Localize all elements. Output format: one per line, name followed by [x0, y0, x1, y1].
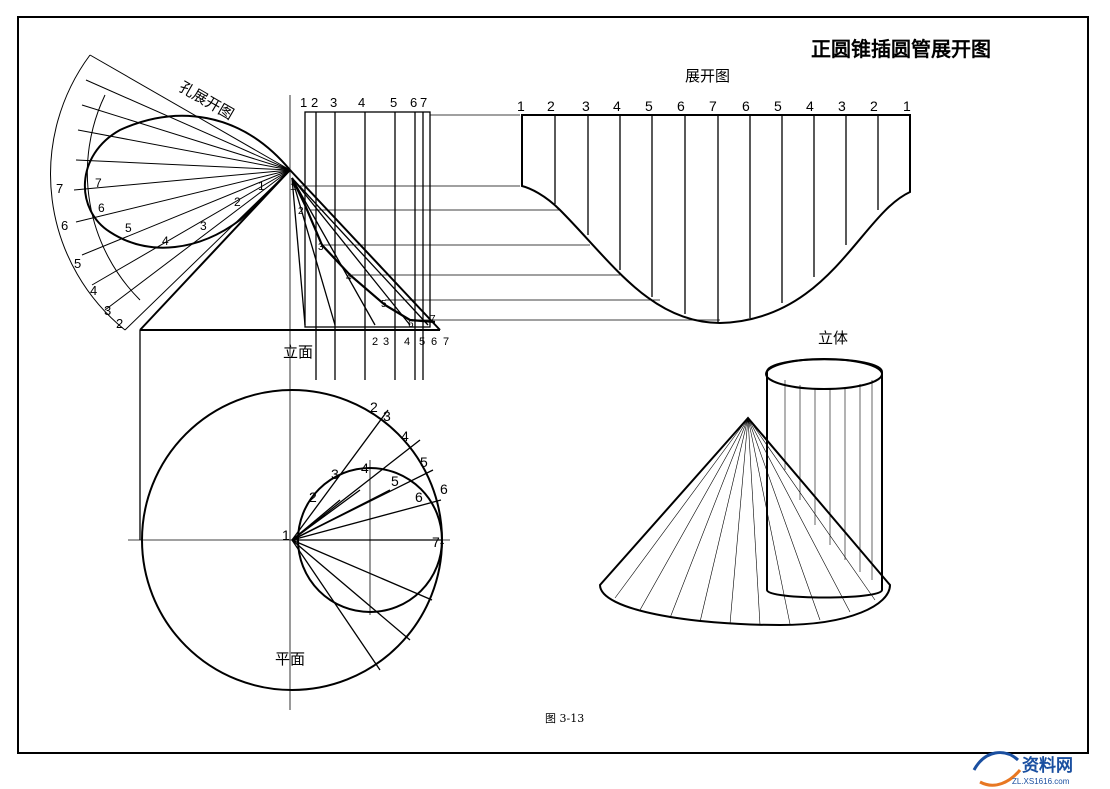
figure-caption: 图 3-13 [545, 712, 584, 725]
fan-inner-num: 6 [98, 201, 105, 215]
plan-outer-num: 3 [383, 408, 391, 424]
elev-top-num: 5 [390, 95, 397, 110]
solid-3d [598, 358, 892, 627]
plan-inner-num: 2 [309, 489, 317, 505]
slant-point-numbers: 1 2 3 4 5 6 7 [290, 182, 436, 330]
unfold-num: 1 [517, 98, 525, 114]
elev-bottom-num: 2 [372, 336, 378, 348]
fan-inner-num: 3 [200, 219, 207, 233]
unfold-num: 4 [806, 98, 814, 114]
plan-label: 平面 [275, 650, 305, 668]
plan-outer-num: 4 [401, 428, 409, 444]
fan-outer-num: 6 [61, 218, 68, 233]
slant-num: 4 [346, 272, 352, 283]
fan-inner-num: 2 [234, 195, 241, 209]
hole-unfold-fan [50, 54, 292, 331]
slant-num: 2 [298, 206, 304, 217]
hole-outline [83, 114, 292, 249]
unfold-num: 6 [677, 98, 685, 114]
slant-num: 1 [290, 182, 296, 193]
fan-inner-num: 7 [95, 176, 102, 190]
plan-view [128, 330, 450, 691]
plan-inner-num: 6 [415, 489, 423, 505]
plan-outer-num: 6 [440, 481, 448, 497]
unfold-num: 4 [613, 98, 621, 114]
plan-outer-num: 2 [370, 399, 378, 415]
elev-bottom-num: 5 [419, 336, 425, 348]
slant-num: 3 [318, 242, 324, 253]
watermark-url: ZL.XS1616.com [1012, 777, 1070, 786]
slant-num: 6 [408, 319, 414, 330]
plan-center-num: 1 [282, 527, 290, 543]
fan-inner-num: 1 [258, 179, 265, 193]
slant-num: 7 [430, 314, 436, 325]
elevation-top-numbers: 1 2 3 4 5 6 7 [300, 95, 427, 110]
fan-inner-num: 5 [125, 221, 132, 235]
fan-inner-numbers: 7 6 5 4 3 2 1 [95, 176, 265, 248]
elevation-bottom-numbers: 2 3 4 5 6 7 [372, 336, 449, 348]
unfold-top-numbers: 1 2 3 4 5 6 7 6 5 4 3 2 1 [517, 98, 911, 114]
unfold-num: 3 [838, 98, 846, 114]
fan-outer-num: 7 [56, 181, 63, 196]
elev-top-num: 1 [300, 95, 307, 110]
fan-outer-num: 2 [116, 316, 123, 331]
drawing-title: 正圆锥插圆管展开图 [811, 37, 991, 61]
unfold-num: 1 [903, 98, 911, 114]
elev-top-num: 2 [311, 95, 318, 110]
unfold-num: 7 [709, 98, 717, 114]
frame-border [17, 16, 1089, 754]
elev-top-num: 7 [420, 95, 427, 110]
unfold-label: 展开图 [685, 67, 730, 85]
elev-top-num: 4 [358, 95, 365, 110]
fan-outer-numbers: 7 6 5 4 3 2 [56, 181, 123, 331]
plan-inner-numbers: 2 3 4 5 6 [309, 460, 423, 505]
elevation-label: 立面 [283, 343, 313, 361]
unfold-num: 6 [742, 98, 750, 114]
elev-bottom-num: 4 [404, 336, 410, 348]
fan-inner-num: 4 [162, 234, 169, 248]
fan-outer-num: 4 [90, 283, 97, 298]
unfold-pattern [521, 114, 911, 325]
fan-outer-num: 3 [104, 303, 111, 318]
watermark-swoosh [972, 751, 1022, 787]
elev-bottom-num: 3 [383, 336, 389, 348]
elev-top-num: 3 [330, 95, 337, 110]
plan-inner-num: 3 [331, 466, 339, 482]
plan-outer-numbers: 2 3 4 5 6 [370, 399, 448, 497]
unfold-num: 2 [547, 98, 555, 114]
projection-lines [300, 114, 720, 321]
elev-bottom-num: 7 [443, 336, 449, 348]
slant-num: 5 [381, 299, 387, 310]
elev-top-num: 6 [410, 95, 417, 110]
unfold-num: 5 [774, 98, 782, 114]
fan-outer-num: 5 [74, 256, 81, 271]
elevation-pipe [289, 95, 431, 710]
plan-right-num: 7- [432, 534, 445, 550]
plan-outer-num: 5 [420, 454, 428, 470]
plan-inner-num: 4 [361, 460, 369, 476]
unfold-num: 5 [645, 98, 653, 114]
unfold-num: 3 [582, 98, 590, 114]
plan-inner-num: 5 [391, 473, 399, 489]
solid-label: 立体 [818, 329, 848, 347]
watermark-brand: 资料网 [1022, 755, 1073, 776]
unfold-num: 2 [870, 98, 878, 114]
elev-bottom-num: 6 [431, 336, 437, 348]
